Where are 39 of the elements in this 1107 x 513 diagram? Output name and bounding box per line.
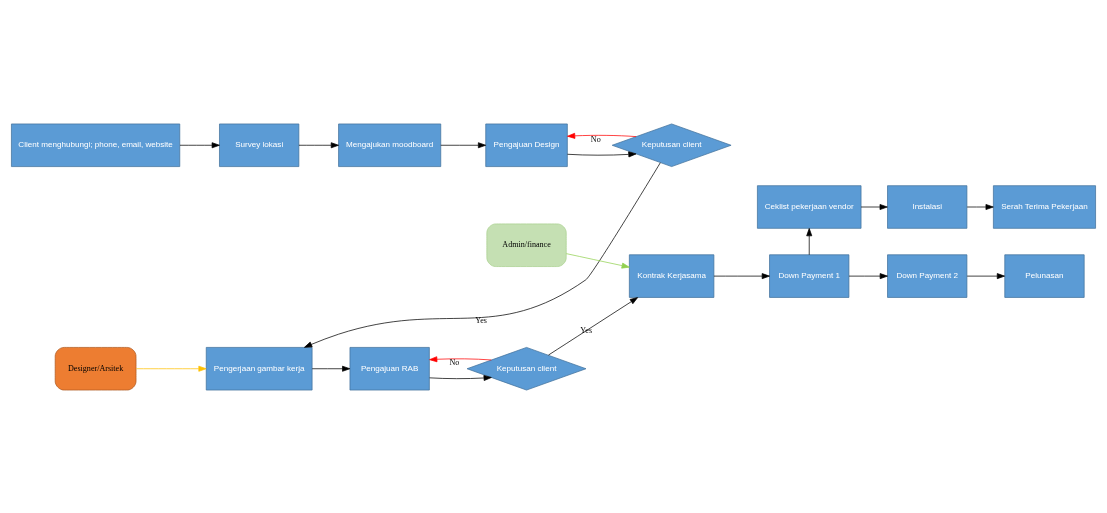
edge-label: No xyxy=(449,357,460,367)
node-box: Survey lokasi xyxy=(219,123,300,167)
arrow xyxy=(565,252,630,268)
node-box: Instalasi xyxy=(887,184,968,229)
arrow xyxy=(429,355,492,362)
node-box: Pengajuan Design xyxy=(485,123,568,167)
arrow xyxy=(429,374,492,381)
edge-label: Yes xyxy=(580,325,593,335)
node-box: Pengerjaan gambar kerja xyxy=(205,346,313,390)
arrow xyxy=(567,132,637,139)
arrow xyxy=(548,296,638,355)
node-box: Pengajuan RAB xyxy=(349,346,430,390)
arrow xyxy=(806,227,813,255)
arrow xyxy=(860,203,888,210)
node-diamond: Keputusan client xyxy=(466,346,587,390)
node-box: Client menghubungi; phone, email, website xyxy=(11,123,181,167)
edge-label: No xyxy=(590,134,601,144)
arrow xyxy=(567,150,637,157)
arrow xyxy=(966,203,994,210)
arrow xyxy=(179,141,220,148)
arrow xyxy=(304,161,661,348)
arrow xyxy=(298,141,339,148)
arrow xyxy=(135,365,207,372)
node-box: Kontrak Kerjasama xyxy=(629,253,715,298)
arrow xyxy=(966,272,1005,279)
edge-label: Yes xyxy=(475,315,487,325)
node-box: Admin/finance xyxy=(486,223,567,267)
arrow xyxy=(440,141,487,148)
node-box: Mengajukan moodboard xyxy=(338,123,442,167)
arrow xyxy=(848,272,888,279)
node-diamond: Keputusan client xyxy=(611,123,732,167)
node-box: Ceklist pekerjaan vendor xyxy=(757,184,862,229)
node-box: Serah Terima Pekerjaan xyxy=(993,184,1096,229)
node-box: Designer/Arsitek xyxy=(54,346,137,390)
arrow xyxy=(311,365,351,372)
node-box: Down Payment 1 xyxy=(769,253,850,298)
node-box: Pelunasan xyxy=(1004,253,1085,298)
arrow xyxy=(713,272,770,279)
node-box: Down Payment 2 xyxy=(887,253,968,298)
